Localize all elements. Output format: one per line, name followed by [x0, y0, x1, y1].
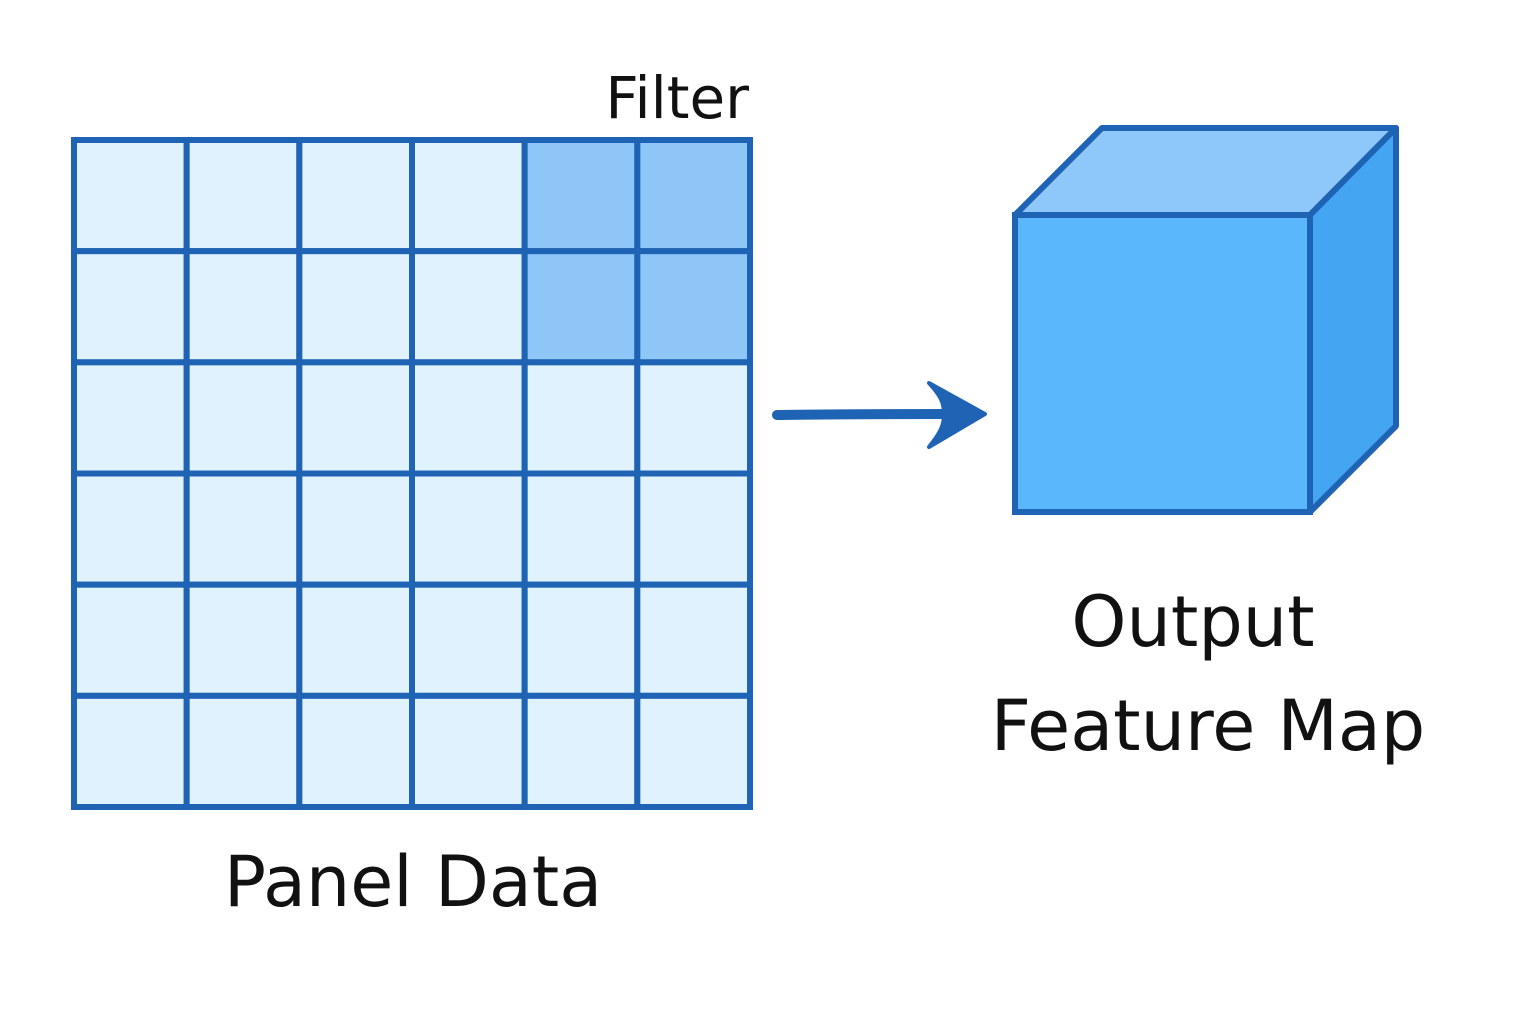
- filter-cell: [521, 137, 641, 255]
- right-arrow-icon: [772, 381, 987, 449]
- grid-cell: [521, 581, 641, 699]
- cube-icon: [1012, 125, 1399, 515]
- grid-cell: [183, 359, 303, 477]
- grid-cell: [71, 248, 190, 366]
- grid-cell: [409, 248, 528, 366]
- grid-cell: [634, 359, 753, 477]
- grid-cell: [183, 137, 303, 255]
- grid-cell: [409, 581, 528, 699]
- grid-cell: [634, 470, 753, 588]
- grid-cell: [71, 581, 190, 699]
- grid-cell: [296, 248, 416, 366]
- grid-cell: [521, 692, 641, 810]
- panel-data-label: Panel Data: [224, 841, 602, 923]
- grid-cell: [183, 581, 303, 699]
- output-label-line2: Feature Map: [991, 685, 1426, 767]
- output-label-line1: Output: [1071, 581, 1314, 663]
- grid-cell: [521, 359, 641, 477]
- grid-cell: [296, 470, 416, 588]
- grid-cell: [296, 137, 416, 255]
- grid-cell: [183, 248, 303, 366]
- grid-cell: [71, 470, 190, 588]
- grid-cell: [296, 692, 416, 810]
- filter-cell: [634, 137, 753, 255]
- grid-cell: [409, 692, 528, 810]
- grid-cell: [409, 137, 528, 255]
- grid-cell: [71, 692, 190, 810]
- grid-cell: [296, 581, 416, 699]
- panel-data-grid: [71, 137, 753, 810]
- grid-cell: [296, 359, 416, 477]
- grid-cell: [634, 692, 753, 810]
- filter-cell: [634, 248, 753, 366]
- grid-cell: [634, 581, 753, 699]
- grid-cell: [409, 359, 528, 477]
- filter-label: Filter: [605, 64, 749, 132]
- grid-cell: [409, 470, 528, 588]
- grid-cell: [71, 359, 190, 477]
- filter-cell: [521, 248, 641, 366]
- grid-cell: [521, 470, 641, 588]
- grid-cell: [183, 470, 303, 588]
- grid-cell: [71, 137, 190, 255]
- grid-cell: [183, 692, 303, 810]
